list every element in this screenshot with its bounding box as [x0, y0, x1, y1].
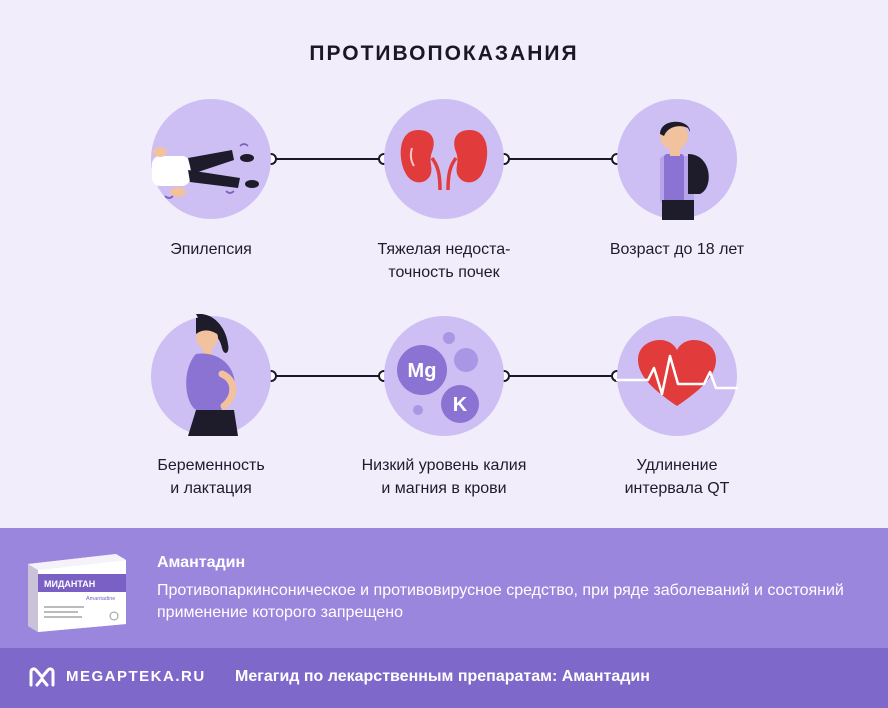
label-low-potassium-magnesium: Низкий уровень калия и магния в крови — [329, 454, 559, 500]
heart-ecg-icon — [616, 316, 738, 436]
epilepsy-person-icon — [151, 99, 271, 219]
label-qt-prolongation: Удлинение интервала QT — [562, 454, 792, 500]
label-text: Удлинение интервала QT — [624, 457, 730, 497]
footer-caption: Мегагид по лекарственным препаратам: Ама… — [235, 668, 650, 685]
label-kidney-failure: Тяжелая недоста- точность почек — [329, 238, 559, 284]
label-pregnancy: Беременность и лактация — [96, 454, 326, 500]
product-band: МИДАНТАН Amantadine Амантадин Противопар… — [0, 528, 888, 648]
box-subtitle: Amantadine — [86, 596, 115, 602]
label-text: Беременность и лактация — [157, 457, 265, 497]
contraindications-row-2: Mg K — [151, 314, 738, 436]
label-text: Возраст до 18 лет — [609, 241, 745, 258]
teenager-backpack-icon — [617, 99, 737, 220]
kidneys-icon — [384, 99, 504, 219]
label-epilepsy: Эпилепсия — [96, 238, 326, 261]
contraindications-row-1 — [151, 99, 737, 220]
label-text: Эпилепсия — [170, 241, 252, 258]
k-symbol: K — [453, 394, 468, 416]
pregnant-woman-icon — [151, 314, 271, 436]
mg-symbol: Mg — [408, 360, 437, 382]
page-title: ПРОТИВОПОКАЗАНИЯ — [309, 42, 579, 65]
label-text: Тяжелая недоста- точность почек — [377, 241, 511, 281]
medicine-box-image: МИДАНТАН Amantadine — [28, 554, 126, 632]
brand-link[interactable]: MEGAPTEKA.RU — [66, 668, 206, 685]
product-name: Амантадин — [157, 554, 246, 571]
megapteka-logo-icon[interactable] — [28, 666, 56, 688]
mg-k-molecules-icon: Mg K — [384, 316, 504, 436]
box-brand: МИДАНТАН — [44, 579, 95, 589]
product-description: Противопаркинсоническое и противовирусно… — [157, 582, 844, 621]
footer: MEGAPTEKA.RU Мегагид по лекарственным пр… — [0, 648, 888, 708]
label-text: Низкий уровень калия и магния в крови — [361, 457, 527, 497]
label-age-under-18: Возраст до 18 лет — [562, 238, 792, 261]
